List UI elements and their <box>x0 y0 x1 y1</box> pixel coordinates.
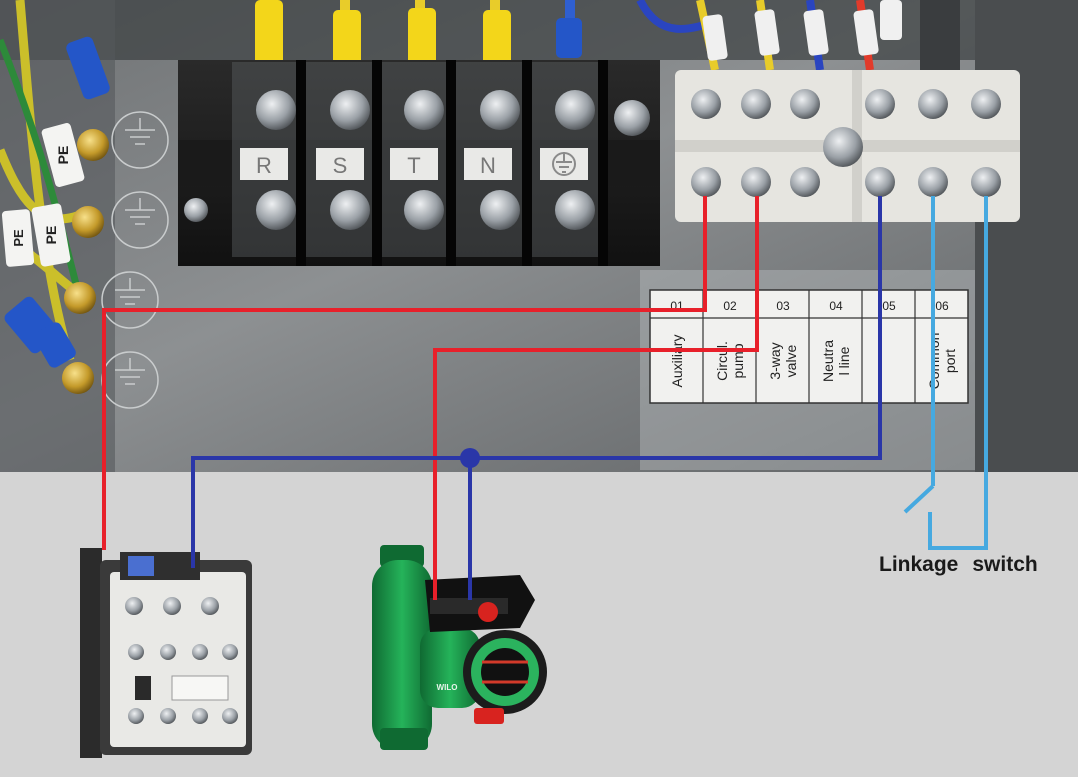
block-label-strip: R S T N <box>240 148 588 180</box>
wire-circulation-pump-red <box>433 196 759 600</box>
terminal-label-r: R <box>256 153 272 178</box>
port-number-06: 06 <box>935 299 949 313</box>
port-function-01: Auxiliary <box>669 335 685 388</box>
terminal-label-t: T <box>407 153 420 178</box>
linkage-word: Linkage <box>879 553 959 576</box>
pe-tag-3-text: PE <box>11 229 26 247</box>
ground-wires: PE PE PE <box>0 0 169 409</box>
wire-linkage-cyan <box>903 196 988 550</box>
pe-tag-1: PE <box>41 123 85 187</box>
neutral-junction-dot <box>460 448 480 468</box>
wire-neutral-blue <box>191 196 882 600</box>
port-terminal-block <box>675 70 1020 222</box>
ac-contactor <box>80 548 252 758</box>
port-function-06-line2: port <box>942 349 958 373</box>
earth-symbol-icon <box>552 152 576 176</box>
port-function-02-line2: pump <box>730 343 746 378</box>
top-wires <box>255 0 960 71</box>
port-function-04-line1: Neutra <box>820 340 836 382</box>
pe-tag-1-text: PE <box>55 146 71 165</box>
port-function-02-line1: Circul. <box>714 341 730 381</box>
port-number-03: 03 <box>776 299 790 313</box>
port-number-04: 04 <box>829 299 843 313</box>
block-screws-top <box>256 90 650 136</box>
terminal-label-n: N <box>480 153 496 178</box>
pe-tag-2-text: PE <box>43 226 59 245</box>
circulation-pump: WILO <box>372 545 547 750</box>
pe-tag-3: PE <box>1 209 35 267</box>
port-number-02: 02 <box>723 299 737 313</box>
port-label-table: 01 02 03 04 05 06 Auxiliary Circul. pump… <box>649 289 969 404</box>
port-number-05: 05 <box>882 299 896 313</box>
block-screws-bottom <box>184 190 595 230</box>
terminal-label-s: S <box>333 153 348 178</box>
port-screws <box>691 89 1001 197</box>
block-dividers <box>296 60 608 266</box>
port-function-04-line2: l line <box>836 346 852 375</box>
main-terminal-block: R S T N <box>178 60 660 266</box>
contactor-terminals <box>125 597 238 724</box>
port-function-03-line2: valve <box>783 344 799 377</box>
switch-word: switch <box>972 553 1038 576</box>
linkage-switch-label: Linkage switch <box>879 553 1038 577</box>
wire-auxiliary-red <box>102 196 707 550</box>
pump-brand-text: WILO <box>437 683 458 692</box>
pe-tag-2: PE <box>31 203 71 267</box>
port-function-03-line1: 3-way <box>767 342 783 379</box>
